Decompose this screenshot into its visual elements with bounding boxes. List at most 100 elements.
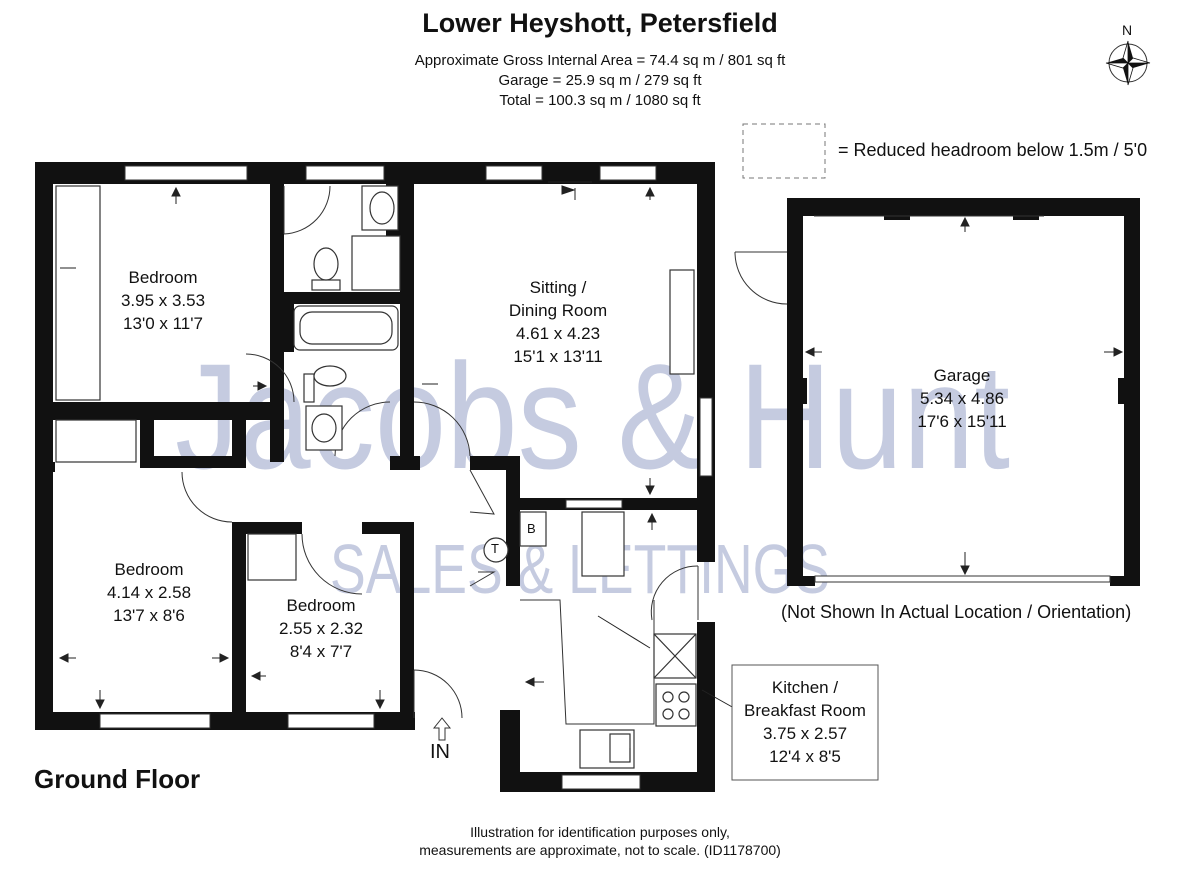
- entrance-label: IN: [430, 741, 450, 763]
- room-metric: 4.61 x 4.23: [515, 324, 601, 343]
- garage-door: [814, 575, 1111, 583]
- bath-inner: [299, 311, 393, 345]
- room-name: Bedroom: [128, 268, 198, 287]
- room-imperial: 17'6 x 15'11: [917, 412, 1007, 431]
- sitting-room-label: Sitting / Dining Room 4.61 x 4.23 15'1 x…: [493, 276, 623, 368]
- garage-south-stub-right: [1110, 576, 1140, 586]
- room-imperial: 13'7 x 8'6: [113, 606, 185, 625]
- room-name: Bedroom: [114, 560, 184, 579]
- window-bedroom3: [287, 713, 375, 729]
- window-bathroom: [305, 165, 385, 181]
- garage-pier-1: [884, 206, 910, 220]
- wc-bath-partition: [270, 292, 404, 304]
- bedroom1-label: Bedroom 3.95 x 3.53 13'0 x 11'7: [108, 266, 218, 335]
- room-imperial: 8'4 x 7'7: [289, 642, 353, 661]
- plan-title: Lower Heyshott, Petersfield: [422, 8, 778, 38]
- room-name: Garage: [933, 366, 991, 385]
- worktop-outline: [520, 599, 655, 725]
- wardrobe-wall-a: [140, 402, 154, 468]
- room-name: Sitting /: [529, 278, 587, 297]
- cupboard-wall: [35, 462, 55, 472]
- garage-south-stub-left: [787, 576, 815, 586]
- kitchen-label-box: [731, 664, 879, 781]
- sitting-west-wall: [400, 184, 414, 469]
- chimney-breast: [581, 511, 625, 577]
- door-bedroom1: [245, 353, 295, 403]
- door-bathroom: [334, 401, 391, 457]
- door-sitting: [413, 401, 471, 457]
- door-kitchen: [650, 565, 699, 621]
- room-name: Bedroom: [286, 596, 356, 615]
- garage-label: Garage 5.34 x 4.86 17'6 x 15'11: [902, 364, 1022, 433]
- toilet2-cistern: [303, 373, 315, 403]
- door-ensuite: [283, 185, 331, 235]
- garage-location-note: (Not Shown In Actual Location / Orientat…: [781, 602, 1132, 622]
- kitchen-label: Kitchen / Breakfast Room 3.75 x 2.57 12'…: [732, 676, 878, 768]
- gross-area-text: Approximate Gross Internal Area = 74.4 s…: [414, 52, 786, 69]
- compass-rose-icon: [1105, 40, 1151, 86]
- room-metric: 4.14 x 2.58: [106, 583, 192, 602]
- room-imperial: 15'1 x 13'11: [513, 347, 603, 366]
- window-sitting-a: [485, 165, 543, 181]
- headroom-legend-box: [742, 123, 826, 179]
- garage-side-door: [734, 251, 788, 305]
- bedroom2-label: Bedroom 4.14 x 2.58 13'7 x 8'6: [94, 558, 204, 627]
- wardrobe-bedroom3: [247, 533, 297, 581]
- room-metric: 2.55 x 2.32: [278, 619, 364, 638]
- hob-icon: [655, 683, 697, 727]
- front-door: [413, 669, 463, 719]
- bedroom3-north-wall-a: [232, 522, 302, 534]
- boiler-label: B: [527, 521, 536, 536]
- wardrobe-bedroom2: [55, 419, 137, 463]
- window-kitchen-north: [565, 499, 623, 509]
- fireplace-hearth: [669, 269, 695, 375]
- window-sitting-east: [699, 397, 713, 477]
- tank-icon: [483, 537, 509, 563]
- garage-north-wall: [787, 198, 1140, 216]
- bath-side-wall: [284, 292, 294, 352]
- entrance-arrow: [432, 717, 452, 741]
- door-bedroom3: [301, 533, 363, 595]
- shower-tray-icon: [351, 235, 401, 291]
- wardrobe-wall-b: [232, 402, 246, 468]
- compass-north-label: N: [1122, 22, 1133, 38]
- room-name-2: Dining Room: [508, 301, 608, 320]
- floor-label: Ground Floor: [34, 764, 201, 794]
- tank-label: T: [491, 541, 499, 556]
- kitchen-hall-wall: [506, 456, 520, 586]
- garage-pier-3: [795, 378, 807, 404]
- room-metric: 5.34 x 4.86: [919, 389, 1005, 408]
- room-imperial: 13'0 x 11'7: [123, 314, 203, 333]
- hall-stub-wall: [390, 456, 420, 470]
- window-kitchen: [561, 774, 641, 790]
- room-metric: 3.95 x 3.53: [120, 291, 206, 310]
- toilet-cistern: [311, 279, 341, 291]
- west-wall: [35, 162, 53, 730]
- wardrobe-bedroom1: [55, 185, 101, 401]
- total-area-text: Total = 100.3 sq m / 1080 sq ft: [499, 92, 701, 109]
- garage-area-text: Garage = 25.9 sq m / 279 sq ft: [498, 72, 702, 89]
- headroom-legend-text: = Reduced headroom below 1.5m / 5'0: [838, 140, 1148, 160]
- bedroom3-label: Bedroom 2.55 x 2.32 8'4 x 7'7: [266, 594, 376, 663]
- garage-pier-4: [1118, 378, 1130, 404]
- disclaimer-line-1: Illustration for identification purposes…: [470, 824, 730, 840]
- toilet2-icon: [313, 365, 347, 387]
- room-name: Kitchen /: [771, 678, 839, 697]
- boiler-box: [519, 511, 547, 547]
- bedroom-bath-partition: [270, 162, 284, 462]
- bedroom-corridor-wall: [35, 402, 275, 420]
- disclaimer-line-2: measurements are approximate, not to sca…: [419, 842, 781, 858]
- window-bedroom2: [99, 713, 211, 729]
- garage-pier-2: [1013, 206, 1039, 220]
- toilet-icon: [313, 247, 339, 281]
- wardrobe-floor-wall: [140, 456, 246, 468]
- room-name-2: Breakfast Room: [744, 701, 866, 720]
- garage-east-wall: [1124, 198, 1140, 586]
- east-wall-kitchen: [697, 622, 715, 792]
- window-sitting-b: [599, 165, 657, 181]
- door-bedroom2: [181, 471, 233, 523]
- kitchen-west-wall: [500, 710, 520, 792]
- bedroom3-east-wall: [400, 522, 414, 730]
- disclaimer: Illustration for identification purposes…: [0, 823, 1200, 859]
